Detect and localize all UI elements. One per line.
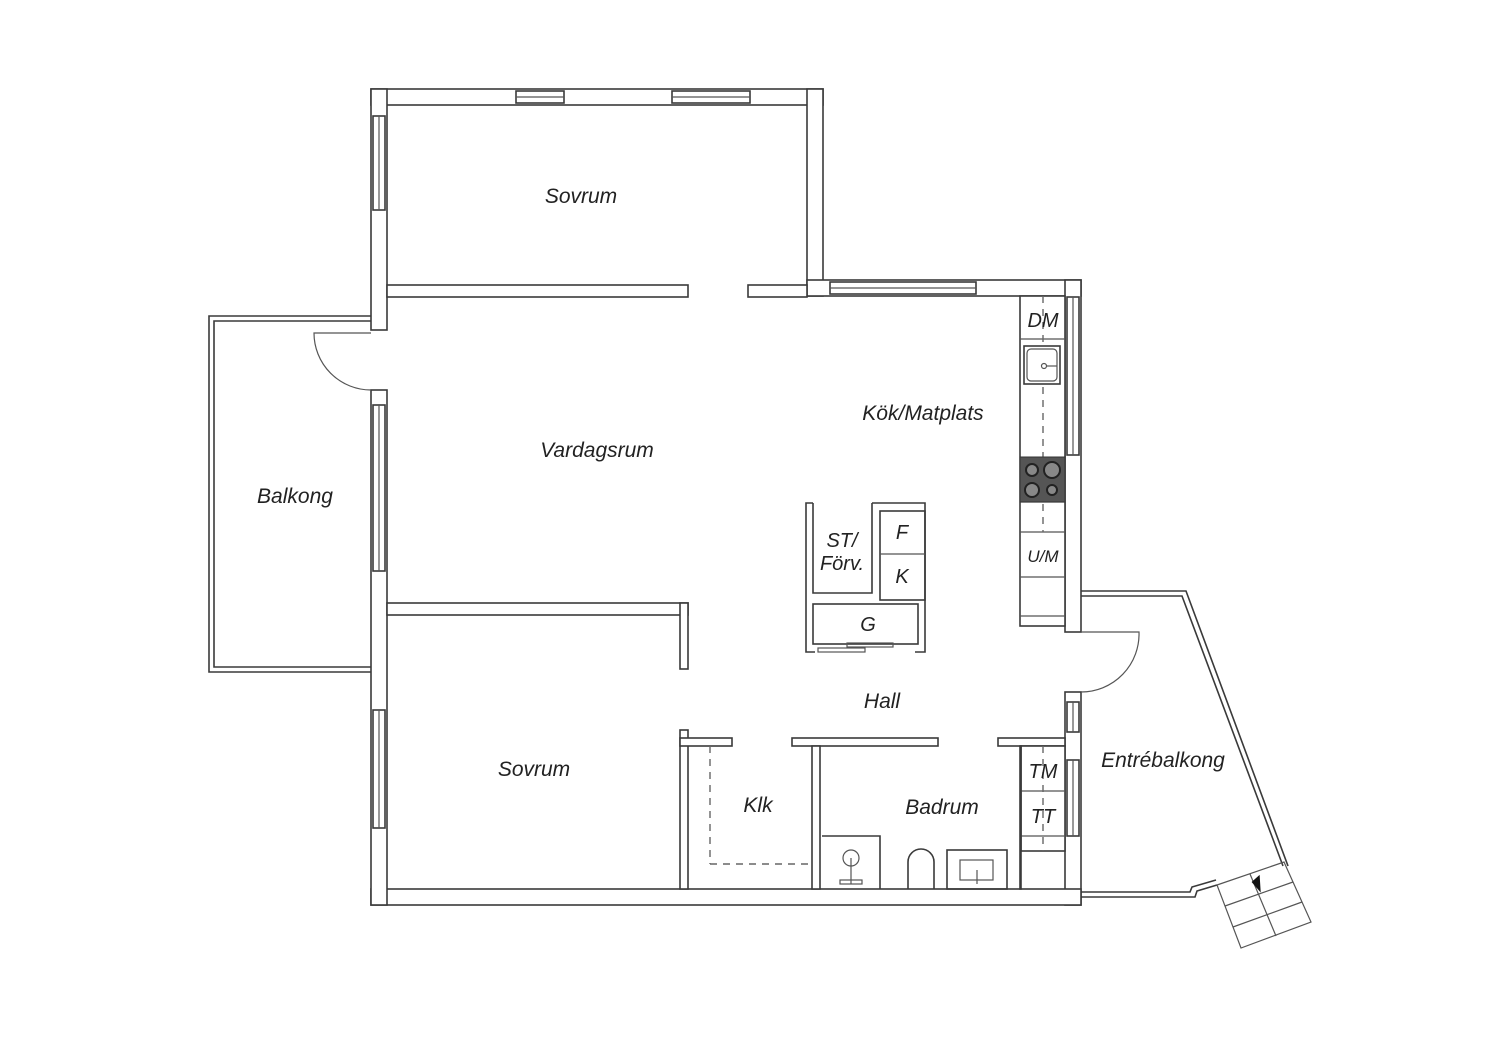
washbasin-icon xyxy=(946,849,1008,890)
label-dishwasher: DM xyxy=(1027,310,1058,332)
label-storage-1: ST/ xyxy=(826,530,860,552)
outer-walls xyxy=(370,88,1082,906)
room-label-closet: Klk xyxy=(743,794,774,817)
room-label-kitchen: Kök/Matplats xyxy=(862,402,984,425)
windows xyxy=(372,90,1080,837)
label-wardrobe: G xyxy=(860,614,876,636)
room-label-hall: Hall xyxy=(864,690,902,713)
shower-icon xyxy=(839,849,863,885)
entry-stairs xyxy=(1216,861,1312,949)
room-label-living: Vardagsrum xyxy=(540,439,654,462)
toilet-icon xyxy=(907,848,935,889)
entry-balcony-outline xyxy=(1081,590,1289,898)
doors xyxy=(313,332,1140,693)
label-oven-micro: U/M xyxy=(1027,547,1059,566)
label-fridge: F xyxy=(896,522,910,544)
room-label-bathroom: Badrum xyxy=(905,796,979,819)
laundry-units xyxy=(1020,745,1066,852)
interior-walls xyxy=(386,284,1066,890)
stairs-up-arrow-icon xyxy=(1251,874,1261,893)
storage-cluster xyxy=(805,502,926,653)
stove-icon xyxy=(1019,456,1066,503)
balcony-outline xyxy=(208,315,371,673)
room-label-entry-balcony: Entrébalkong xyxy=(1101,749,1225,772)
room-label-bedroom-bottom: Sovrum xyxy=(498,758,570,781)
label-washer: TM xyxy=(1029,761,1058,783)
label-storage-2: Förv. xyxy=(820,553,864,575)
bathroom-fixtures xyxy=(822,745,1022,890)
sink-icon xyxy=(1023,345,1061,385)
room-label-bedroom-top: Sovrum xyxy=(545,185,617,208)
kitchen-counter xyxy=(1019,295,1066,627)
room-label-balcony: Balkong xyxy=(257,485,333,508)
label-freezer: K xyxy=(895,566,910,588)
label-dryer: TT xyxy=(1031,806,1057,828)
